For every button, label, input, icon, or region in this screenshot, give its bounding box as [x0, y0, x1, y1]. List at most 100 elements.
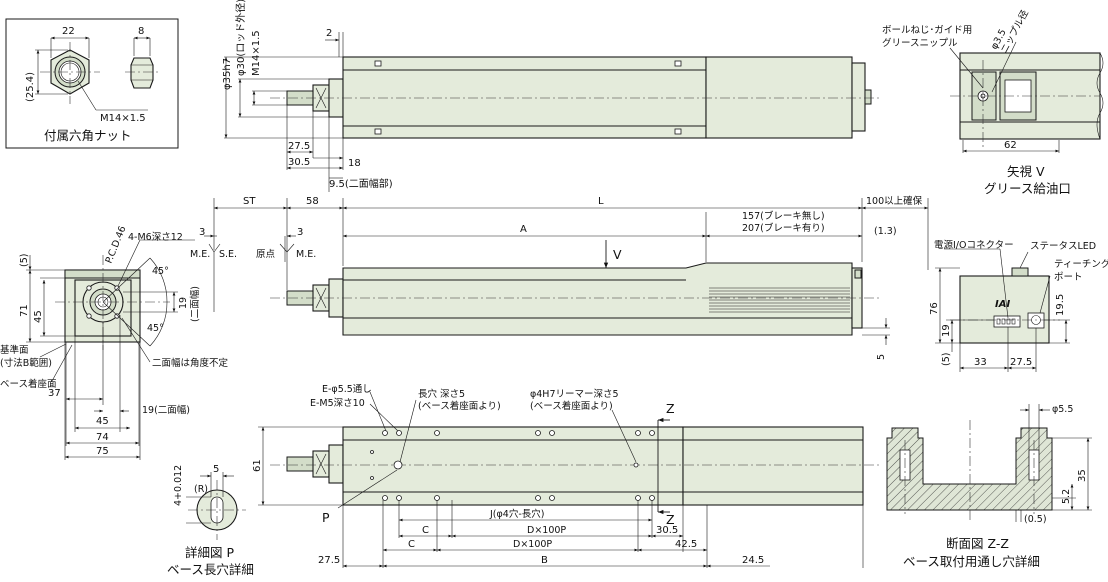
power-io-label: 電源I/Oコネクター — [934, 240, 1014, 251]
rod-thread-dim: M14×1.5 — [251, 30, 262, 76]
base-ref-line1: 基準面 — [0, 344, 29, 356]
rod-flange-dia-dim: φ35h7 — [222, 58, 233, 90]
collar-length-dim: 18 — [348, 158, 361, 169]
section-hole-dia: φ5.5 — [1052, 404, 1073, 415]
status-led-icon — [1011, 267, 1029, 277]
rear-view: IAI 電源I/Oコネクター ステータスLED ティーチング ポート 76 19… — [929, 240, 1108, 372]
rod-length-dim: 27.5 — [288, 141, 310, 152]
view-v-width-dim: 62 — [1004, 140, 1017, 151]
cap-offset-dim: (1.3) — [874, 226, 897, 237]
end-center-37: 37 — [48, 388, 61, 399]
view-v-detail: ボールねじ･ガイド用 グリースニップル φ3.5 ニップル径 62 矢視 V グ… — [882, 7, 1104, 196]
brake-with-dim: 207(ブレーキ有り) — [742, 222, 825, 234]
section-mark-top: Z — [666, 401, 675, 416]
detail-p-caption-line2: ベース長穴詳細 — [167, 562, 254, 577]
hex-nut-side — [125, 57, 160, 89]
iai-logo: IAI — [995, 299, 1010, 310]
rear-port-27-5: 27.5 — [1010, 357, 1032, 368]
nut-thickness-dim: 8 — [138, 26, 144, 37]
me-offset-right: 3 — [297, 227, 303, 238]
section-thickness-5-2: 5.2 — [1061, 489, 1072, 504]
main-side-view: ST 58 L 100以上確保 A 157(ブレーキ無し) 207(ブレーキ有り… — [190, 195, 929, 360]
reamer-hole-note: (ベース着座面より) — [530, 400, 613, 412]
nut-thread-dim: M14×1.5 — [100, 113, 146, 124]
end-view: P.C.D.46 4-M6深さ12 45° 45° 19 (二面幅) (5) 7… — [0, 225, 229, 460]
rear-connector-33: 33 — [974, 357, 987, 368]
bottom-view: E-φ5.5通し E-M5深さ10 長穴 深さ5 (ベース着座面より) φ4H7… — [252, 384, 880, 568]
nut-width-dim: 22 — [62, 26, 75, 37]
dim-c-lower: C — [408, 539, 415, 550]
hex-nut-caption: 付属六角ナット — [44, 128, 132, 143]
section-mark-bottom: Z — [666, 512, 675, 527]
flat-width-note: (二面幅) — [189, 286, 201, 322]
collar-gap-dim: 2 — [326, 28, 332, 39]
origin-label: 原点 — [256, 249, 276, 260]
rear-height-76: 76 — [929, 302, 940, 315]
overall-length-dim: L — [598, 196, 604, 207]
dim-b: B — [541, 555, 548, 566]
stroke-dim: ST — [243, 196, 256, 207]
dim-24-5: 24.5 — [742, 555, 764, 566]
flat-angle-note: 二面幅は角度不定 — [152, 357, 229, 369]
teaching-port-label-1: ティーチング — [1054, 258, 1108, 270]
base-mount-label: ベース着座面 — [0, 378, 57, 390]
end-width-74: 74 — [96, 432, 109, 443]
se-label: S.E. — [219, 249, 237, 260]
view-v-caption-line1: 矢視 V — [1007, 164, 1045, 179]
pitch-upper: D×100P — [527, 525, 566, 536]
dim-30-5: 30.5 — [656, 525, 678, 536]
slot-spacing-j: J(φ4穴-長穴) — [489, 508, 544, 520]
through-hole-label: E-φ5.5通し — [322, 384, 372, 395]
bottom-motor-section — [682, 426, 864, 506]
section-caption-line2: ベース取付用通し穴詳細 — [903, 554, 1040, 569]
base-width-61: 61 — [252, 459, 263, 472]
base-ref-line2: (寸法B範囲) — [0, 357, 52, 369]
mount-holes — [370, 430, 655, 501]
dim-a-label: A — [520, 224, 527, 235]
section-offset-0-5: (0.5) — [1024, 514, 1047, 525]
pitch-lower: D×100P — [513, 539, 552, 550]
end-width-45: 45 — [96, 416, 109, 427]
base-offset-dim: 5 — [876, 354, 887, 360]
dim-27-5: 27.5 — [318, 555, 340, 566]
section-caption-line1: 断面図 Z-Z — [946, 536, 1009, 551]
radius-mark: (R) — [194, 484, 208, 495]
pcd-label: P.C.D.46 — [104, 225, 129, 266]
end-flat-19: 19(二面幅) — [142, 404, 190, 416]
dim-c-upper: C — [422, 525, 429, 536]
me-label-right: M.E. — [296, 249, 316, 260]
me-offset-left: 3 — [199, 227, 205, 238]
slot-note: (ベース着座面より) — [418, 400, 501, 412]
section-zz: φ5.5 35 5.2 (0.5) 断面図 Z-Z ベース取付用通し穴詳細 — [886, 404, 1092, 569]
end-height-dim: 71 — [19, 304, 30, 317]
teaching-port-label-2: ポート — [1054, 272, 1083, 283]
hex-nut-detail: 22 8 (25.4) M14×1.5 付属六角ナット — [5, 18, 179, 149]
detail-p-caption-line1: 詳細図 P — [185, 545, 234, 560]
cooling-fins — [709, 287, 850, 313]
me-label-left: M.E. — [190, 249, 210, 260]
flat-width-19: 19 — [178, 297, 189, 309]
view-v-caption-line2: グリース給油口 — [984, 181, 1071, 196]
nut-height-dim: (25.4) — [25, 72, 36, 102]
detail-p-mark: P — [322, 510, 330, 525]
end-cap-top — [851, 62, 866, 132]
rod-outer-dia-dim: φ30(ロッド外径) — [234, 0, 247, 76]
status-led-label: ステータスLED — [1030, 241, 1096, 252]
end-width-75: 75 — [96, 446, 109, 457]
dim-42-5: 42.5 — [675, 539, 697, 550]
angle-upper: 45° — [152, 266, 169, 277]
rear-bottom-5: (5) — [941, 353, 952, 366]
rod-total-dim: 30.5 — [288, 157, 310, 168]
slot-width-dim: 4+0.012 — [173, 465, 184, 506]
slot-label: 長穴 深さ5 — [418, 388, 465, 400]
section-profile — [886, 427, 1053, 511]
detail-p: 5 4+0.012 (R) 詳細図 P ベース長穴詳細 — [167, 464, 254, 577]
grease-note-line2: グリースニップル — [882, 37, 958, 49]
slot-length-dim: 5 — [213, 464, 219, 475]
reamer-hole-label: φ4H7リーマー深さ5 — [530, 389, 619, 400]
rod-offset-dim: 58 — [306, 196, 319, 207]
actuator-body-top — [342, 56, 707, 139]
end-top-offset: (5) — [19, 254, 30, 267]
screw-spec-label: 4-M6深さ12 — [128, 232, 183, 243]
